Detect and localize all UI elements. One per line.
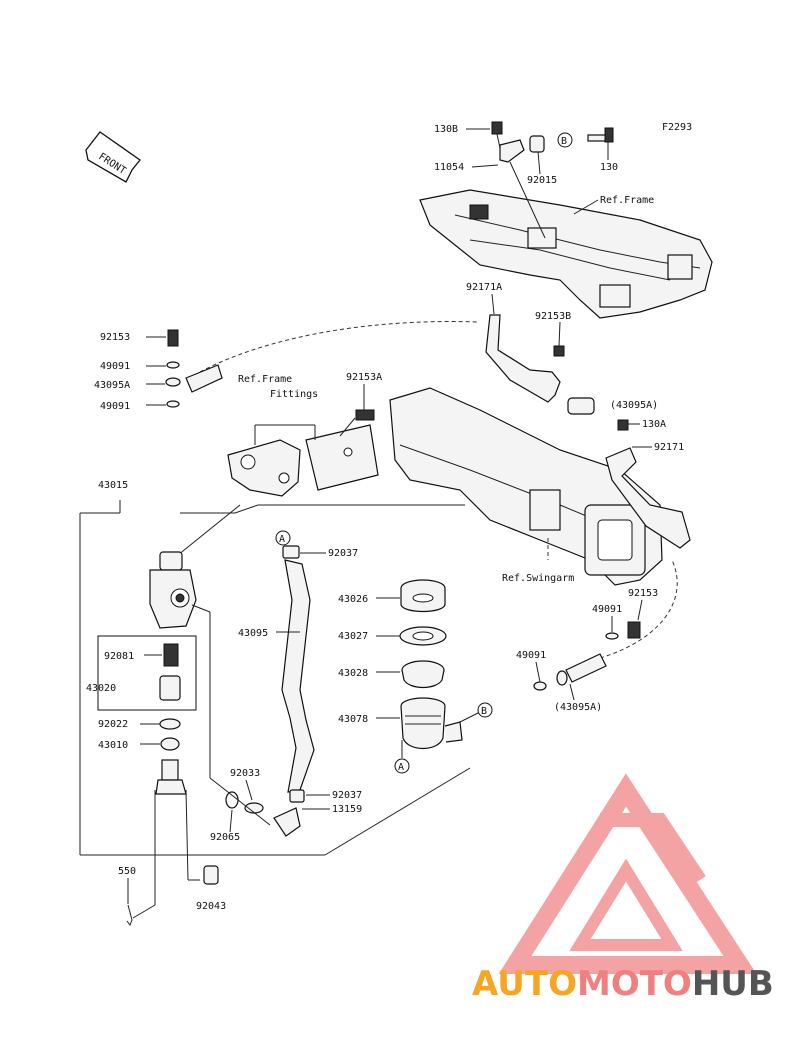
marker-b-top: B	[561, 136, 567, 147]
label-43078: 43078	[338, 714, 368, 725]
label-43095a: 43095A	[94, 380, 130, 391]
label-49091-a: 49091	[100, 361, 130, 372]
marker-a-bottom-text: A	[398, 762, 404, 773]
marker-a-top-text: A	[279, 534, 285, 545]
label-43020: 43020	[86, 683, 116, 694]
master-cylinder-frame	[79, 500, 471, 856]
hose-fitting-right	[533, 621, 641, 691]
reservoir-hose	[191, 545, 315, 837]
label-43095a-paren-2: (43095A)	[554, 702, 602, 713]
label-43015: 43015	[98, 480, 128, 491]
swingarm-drawing	[389, 387, 663, 586]
master-cylinder-body	[149, 551, 197, 629]
ref-frame: Ref.Frame	[600, 195, 654, 206]
reservoir-plate	[399, 626, 447, 646]
pushrod	[132, 718, 219, 919]
watermark-part-2: MOTO	[577, 964, 692, 1004]
ref-frame-fittings-2: Fittings	[270, 389, 318, 400]
svg-text:AUTOMOTOHUB: AUTOMOTOHUB	[472, 964, 774, 1004]
label-92037-bot: 92037	[332, 790, 362, 801]
bracket-92171a	[485, 314, 595, 415]
watermark-part-3: HUB	[692, 964, 774, 1004]
cotter-pin-550	[126, 904, 133, 927]
label-92153b: 92153B	[535, 311, 571, 322]
label-92015: 92015	[527, 175, 557, 186]
dashed-hose-left	[199, 321, 479, 373]
label-92022: 92022	[98, 719, 128, 730]
label-92171: 92171	[654, 442, 684, 453]
label-92153a: 92153A	[346, 372, 382, 383]
front-arrow-icon: FRONT	[85, 131, 141, 183]
diagram-code: F2293	[662, 122, 692, 133]
frame-fittings	[227, 409, 379, 497]
watermark-logo-icon	[498, 773, 757, 974]
label-92153-left: 92153	[100, 332, 130, 343]
frame-drawing	[419, 189, 713, 319]
reservoir-body	[400, 697, 481, 758]
part-labels: 130B 11054 92015 130 Ref.Frame 92171A 92…	[86, 124, 684, 912]
dashed-hose-right	[599, 559, 678, 659]
marker-b-bottom: B	[477, 702, 493, 718]
label-43095: 43095	[238, 628, 268, 639]
label-92171a: 92171A	[466, 282, 502, 293]
piston-kit	[97, 635, 197, 711]
label-49091-r2: 49091	[516, 650, 546, 661]
reservoir-diaphragm	[401, 660, 445, 689]
label-92065: 92065	[210, 832, 240, 843]
marker-a-bottom: A	[394, 758, 410, 774]
reservoir-cap	[400, 579, 446, 613]
label-92043: 92043	[196, 901, 226, 912]
marker-a-top: A	[275, 530, 291, 546]
label-43095a-paren: (43095A)	[610, 400, 658, 411]
label-550: 550	[118, 866, 136, 877]
bracket-92171	[605, 419, 691, 549]
label-92037-top: 92037	[328, 548, 358, 559]
ref-swingarm: Ref.Swingarm	[502, 573, 574, 584]
top-hardware	[491, 121, 614, 239]
label-92081: 92081	[104, 651, 134, 662]
watermark-text: AUTOMOTOHUB	[472, 964, 774, 1004]
label-43026: 43026	[338, 594, 368, 605]
label-92033: 92033	[230, 768, 260, 779]
hose-fitting-left	[165, 329, 223, 408]
label-11054: 11054	[434, 162, 464, 173]
label-43027: 43027	[338, 631, 368, 642]
label-49091-r1: 49091	[592, 604, 622, 615]
label-130: 130	[600, 162, 618, 173]
label-49091-b: 49091	[100, 401, 130, 412]
label-130b: 130B	[434, 124, 458, 135]
marker-b-bottom-text: B	[481, 706, 487, 717]
label-43028: 43028	[338, 668, 368, 679]
label-130a: 130A	[642, 419, 666, 430]
label-92153-right: 92153	[628, 588, 658, 599]
ref-frame-fittings-1: Ref.Frame	[238, 374, 292, 385]
label-13159: 13159	[332, 804, 362, 815]
watermark-part-1: AUTO	[472, 964, 577, 1004]
label-43010: 43010	[98, 740, 128, 751]
